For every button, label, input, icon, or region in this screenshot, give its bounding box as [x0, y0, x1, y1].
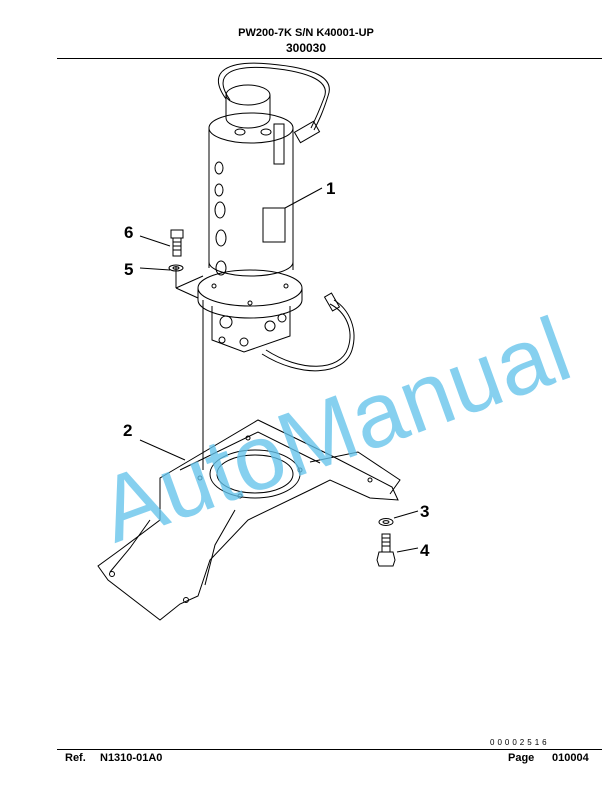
- ref-label: Ref.: [65, 752, 86, 764]
- page-label: Page: [508, 752, 535, 764]
- bolt-6: [170, 229, 184, 257]
- bracket-2: [97, 419, 401, 621]
- footer-rule: [57, 749, 602, 750]
- washer-5: [168, 264, 184, 272]
- ref-value: N1310-01A0: [100, 752, 163, 764]
- model-title: PW200-7K S/N K40001-UP: [238, 27, 374, 39]
- callout-6: 6: [124, 223, 133, 242]
- page-number: 010004: [552, 752, 589, 764]
- watermark-text: AutoManual: [87, 298, 583, 562]
- document-number: 00002516: [490, 738, 550, 747]
- center-swivel-joint: [197, 84, 303, 353]
- bolt-4: [376, 533, 396, 567]
- callout-4: 4: [420, 541, 430, 560]
- washer-3: [378, 518, 394, 526]
- group-number: 300030: [285, 41, 327, 55]
- callout-3: 3: [420, 502, 429, 521]
- swivel-cable: [217, 62, 330, 131]
- callout-1: 1: [326, 179, 335, 198]
- header-rule: [57, 58, 602, 59]
- lower-cable: [265, 303, 351, 367]
- callout-2: 2: [123, 421, 132, 440]
- callout-5: 5: [124, 260, 133, 279]
